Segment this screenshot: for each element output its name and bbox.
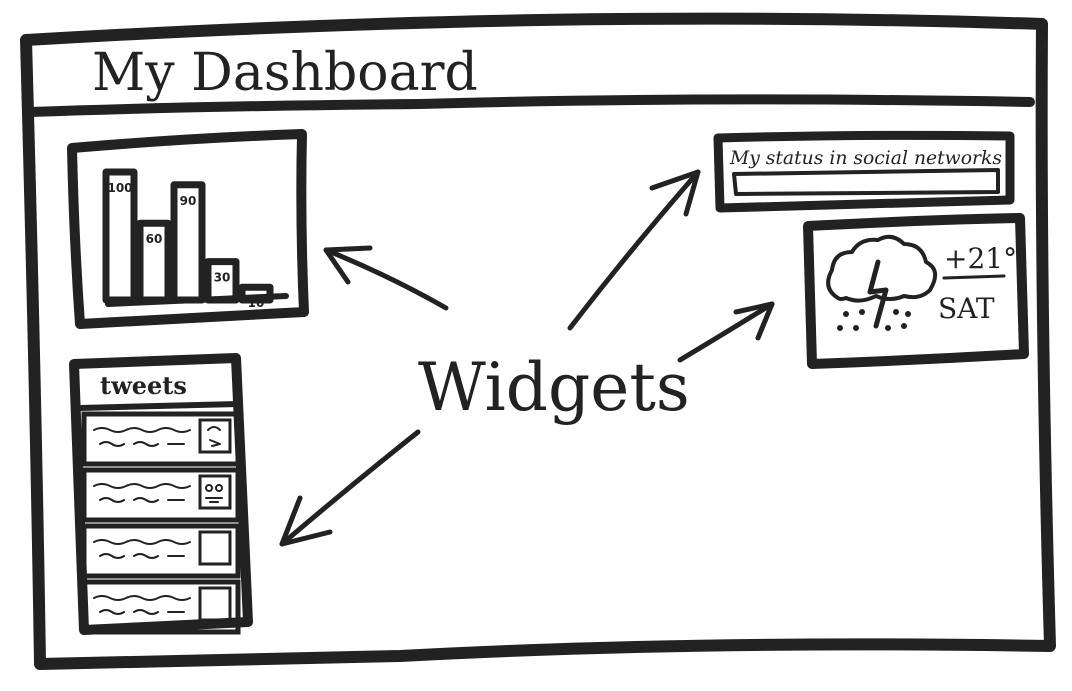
- chart-bar-label: 60: [146, 232, 163, 246]
- chart-widget-frame: [67, 129, 309, 329]
- status-progress-track: [732, 168, 1000, 196]
- page-title: My Dashboard: [92, 43, 478, 103]
- chart-bar: [204, 258, 240, 304]
- weather-widget-frame: [803, 213, 1029, 369]
- weather-temperature: +21°: [944, 242, 1017, 275]
- cat-face-icon: [198, 474, 232, 510]
- tweets-title-divider: [77, 401, 241, 411]
- header-divider: [25, 94, 1035, 117]
- widgets-label: Widgets: [418, 349, 690, 426]
- avatar-sketch-icon: [198, 418, 232, 454]
- arrow-to-status: [567, 169, 701, 331]
- tweet-text-scribble: [93, 483, 191, 489]
- chart-bar-label: 30: [214, 271, 231, 285]
- tweet-text-scribble: [93, 427, 191, 433]
- tweet-item[interactable]: [81, 467, 241, 523]
- chart-bar: [102, 168, 138, 304]
- cat-face-icon-detail: [205, 484, 223, 503]
- tweet-list: [81, 411, 241, 635]
- tweet-item-frame: [81, 411, 241, 467]
- tweet-item-frame: [81, 467, 241, 523]
- status-title: My status in social networks: [729, 147, 1002, 169]
- tweet-text-scribble: [99, 441, 185, 447]
- tweet-item[interactable]: [81, 411, 241, 467]
- weather-day: SAT: [938, 292, 995, 325]
- chart-bar-label: 90: [180, 194, 197, 208]
- arrow-to-weather: [677, 301, 775, 363]
- avatar-sketch-icon-detail: [207, 426, 221, 447]
- tweet-text-scribble: [99, 609, 185, 615]
- chart-baseline: [105, 293, 289, 307]
- chart-bar-label: 100: [107, 181, 132, 195]
- weather-widget[interactable]: +21° SAT: [803, 213, 1029, 369]
- tweet-item[interactable]: [81, 523, 241, 579]
- tweet-text-scribble: [99, 553, 185, 559]
- tweets-widget[interactable]: tweets: [69, 353, 253, 635]
- status-widget[interactable]: My status in social networks: [713, 130, 1015, 213]
- status-widget-frame: [713, 130, 1015, 213]
- chart-bar: [136, 219, 172, 304]
- tweet-item[interactable]: [81, 579, 241, 635]
- storm-cloud-icon: [826, 234, 938, 331]
- arrow-to-chart: [323, 245, 449, 311]
- tweet-text-scribble: [93, 595, 191, 601]
- window-frame: [20, 12, 1056, 670]
- tweet-text-scribble: [99, 497, 185, 503]
- tweet-item-frame: [81, 579, 241, 635]
- empty-avatar-icon: [198, 530, 232, 566]
- tweet-item-frame: [81, 523, 241, 579]
- arrow-to-tweets: [279, 429, 421, 547]
- weather-divider: [942, 274, 1006, 280]
- tweet-text-scribble: [93, 539, 191, 545]
- tweets-widget-frame: [69, 353, 253, 635]
- tweets-title: tweets: [100, 371, 187, 400]
- empty-avatar-icon: [198, 586, 232, 622]
